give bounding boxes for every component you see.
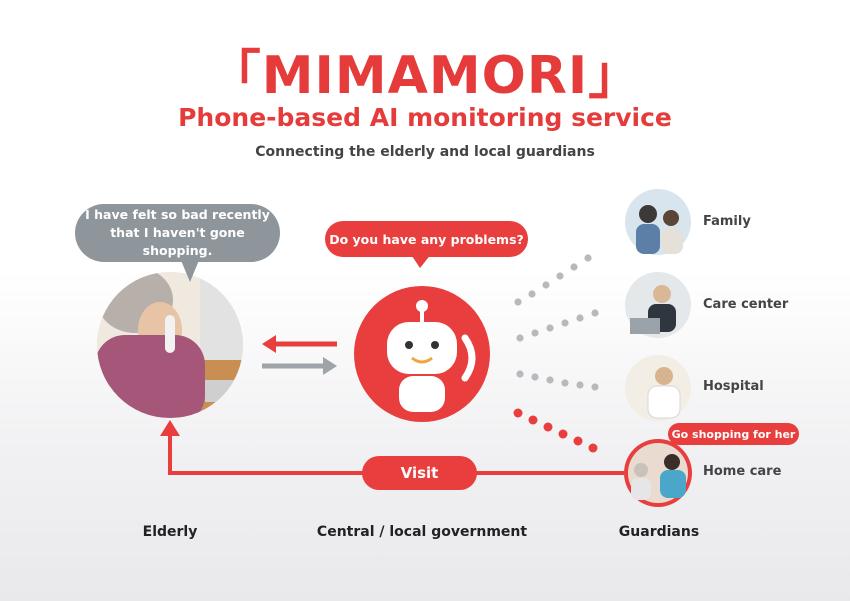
exchange-arrows [262, 335, 337, 375]
ai-speech-bubble: Do you have any problems? [325, 221, 528, 257]
hospital-photo [625, 355, 691, 421]
guardians-label: Guardians [618, 524, 700, 540]
family-photo [625, 189, 691, 255]
service-title: 「MIMAMORI」 [208, 46, 642, 106]
elderly-bubble-tail [180, 258, 200, 282]
elderly-label: Elderly [142, 524, 198, 540]
ai-robot-icon [354, 286, 490, 422]
care-center-photo [625, 272, 691, 338]
elderly-speech-bubble: I have felt so bad recently that I haven… [75, 204, 280, 262]
service-tagline: Connecting the elderly and local guardia… [255, 144, 595, 160]
guardian-label-care-center: Care center [703, 297, 789, 312]
visit-badge: Visit [362, 456, 477, 490]
home-care-photo [624, 439, 692, 507]
guardian-label-home-care: Home care [703, 464, 782, 479]
government-label: Central / local government [316, 524, 528, 540]
shopping-request-badge: Go shopping for her [668, 423, 799, 445]
dotted-connectors [513, 254, 599, 453]
guardian-label-hospital: Hospital [703, 379, 764, 394]
guardian-label-family: Family [703, 214, 751, 229]
elderly-photo [97, 272, 243, 418]
service-subtitle: Phone-based AI monitoring service [178, 103, 672, 132]
